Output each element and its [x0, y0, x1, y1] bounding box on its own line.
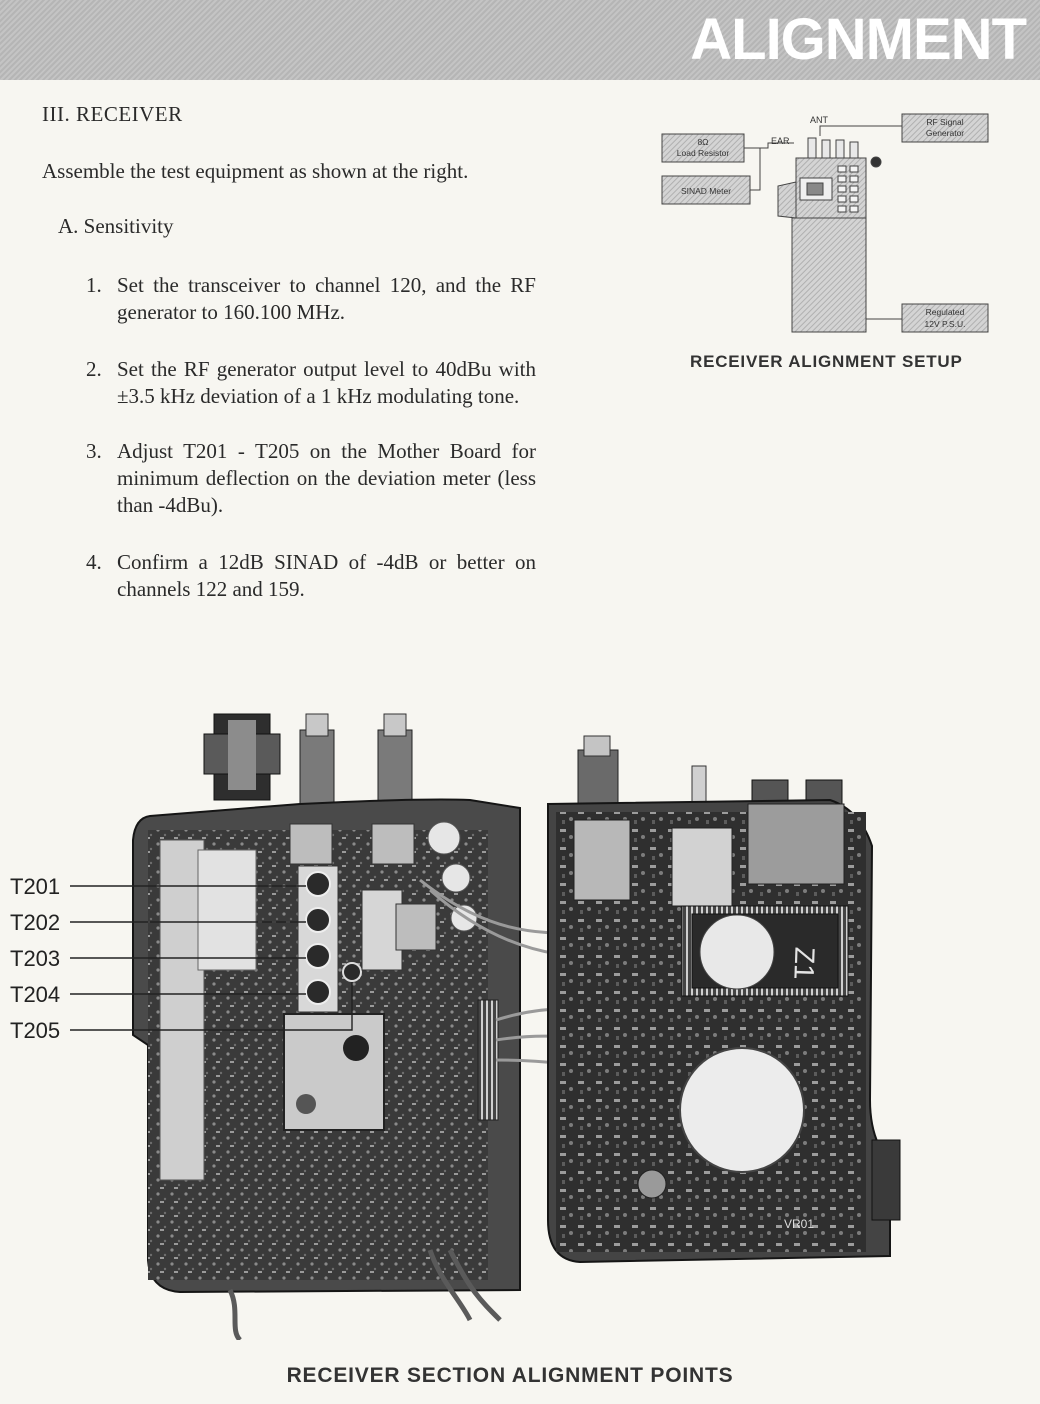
section-heading: III. RECEIVER: [42, 102, 183, 126]
step-item: 2. Set the RF generator output level to 4…: [86, 356, 536, 410]
side-tab: [871, 1139, 901, 1221]
receiver-photo: Z1 VR01 T201 T202 T203 T204 T205: [10, 713, 901, 1340]
step-item: 3. Adjust T201 - T205 on the Mother Board…: [86, 438, 536, 519]
rf-generator-box: RF Signal Generator: [901, 113, 989, 143]
transceiver-drawing: [777, 137, 882, 333]
connector-strip: [477, 999, 499, 1121]
shield-can: [283, 1013, 385, 1131]
step-item: 4. Confirm a 12dB SINAD of -4dB or better…: [86, 549, 536, 603]
left-pot: [289, 823, 333, 865]
test-point-label-t204: T204: [10, 982, 60, 1007]
svg-text:SINAD Meter: SINAD Meter: [681, 186, 731, 196]
vr01-marking: VR01: [784, 1217, 814, 1231]
photo-caption: RECEIVER SECTION ALIGNMENT POINTS: [286, 1364, 734, 1387]
header-band: ALIGNMENT: [0, 0, 1040, 80]
svg-text:12V P.S.U.: 12V P.S.U.: [925, 319, 966, 329]
connection-lines: [744, 125, 902, 320]
ant-label: ANT: [810, 115, 829, 125]
leader-lines: [70, 885, 353, 1031]
bottom-cables: [227, 1248, 502, 1340]
page-title: ALIGNMENT: [690, 7, 1027, 72]
svg-text:RF Signal: RF Signal: [926, 117, 963, 127]
left-coil: [395, 903, 437, 951]
setup-diagram: 8Ω Load Resistor SINAD Meter RF Signal G…: [661, 113, 989, 333]
right-module: [573, 819, 631, 901]
sub-heading: A. Sensitivity: [58, 214, 174, 238]
right-module: [671, 827, 733, 907]
step-text: Set the RF generator output level to 40d…: [117, 357, 536, 408]
left-capacitor: [427, 821, 461, 855]
right-capacitor: [637, 1169, 667, 1199]
z1-marking: Z1: [788, 946, 820, 980]
test-point-label-t205: T205: [10, 1018, 60, 1043]
left-cylinder: [159, 839, 205, 1181]
left-transformer: [361, 889, 403, 971]
step-item: 1. Set the transceiver to channel 120, an…: [86, 272, 536, 326]
step-number: 4.: [86, 550, 102, 574]
svg-text:Regulated: Regulated: [926, 307, 965, 317]
test-point-label-t201: T201: [10, 874, 60, 899]
svg-text:8Ω: 8Ω: [697, 137, 708, 147]
shield-can-hole: [343, 1035, 369, 1061]
psu-box: Regulated 12V P.S.U.: [901, 303, 989, 333]
sinad-meter-box: SINAD Meter: [661, 175, 751, 205]
right-jack-block: [747, 803, 845, 885]
sticker-disc: [699, 914, 775, 990]
step-number: 1.: [86, 273, 102, 297]
step-number: 2.: [86, 357, 102, 381]
steps-list: 1. Set the transceiver to channel 120, an…: [86, 272, 536, 603]
svg-text:Load Resistor: Load Resistor: [677, 148, 730, 158]
setup-caption: RECEIVER ALIGNMENT SETUP: [690, 352, 963, 371]
coil-cans: [297, 865, 362, 1013]
left-capacitor: [441, 863, 471, 893]
left-pot: [371, 823, 415, 865]
test-point-label-t202: T202: [10, 910, 60, 935]
step-text: Adjust T201 - T205 on the Mother Board f…: [117, 439, 536, 517]
svg-text:Generator: Generator: [926, 128, 964, 138]
step-text: Confirm a 12dB SINAD of -4dB or better o…: [117, 550, 536, 601]
ear-label: EAR: [771, 136, 790, 146]
intro-text: Assemble the test equipment as shown at …: [42, 159, 469, 183]
step-number: 3.: [86, 439, 102, 463]
test-point-label-t203: T203: [10, 946, 60, 971]
speaker-disc: [679, 1047, 805, 1173]
step-text: Set the transceiver to channel 120, and …: [117, 273, 536, 324]
shield-can-screw: [296, 1094, 316, 1114]
load-resistor-box: 8Ω Load Resistor: [661, 133, 745, 163]
left-module: [197, 849, 257, 971]
